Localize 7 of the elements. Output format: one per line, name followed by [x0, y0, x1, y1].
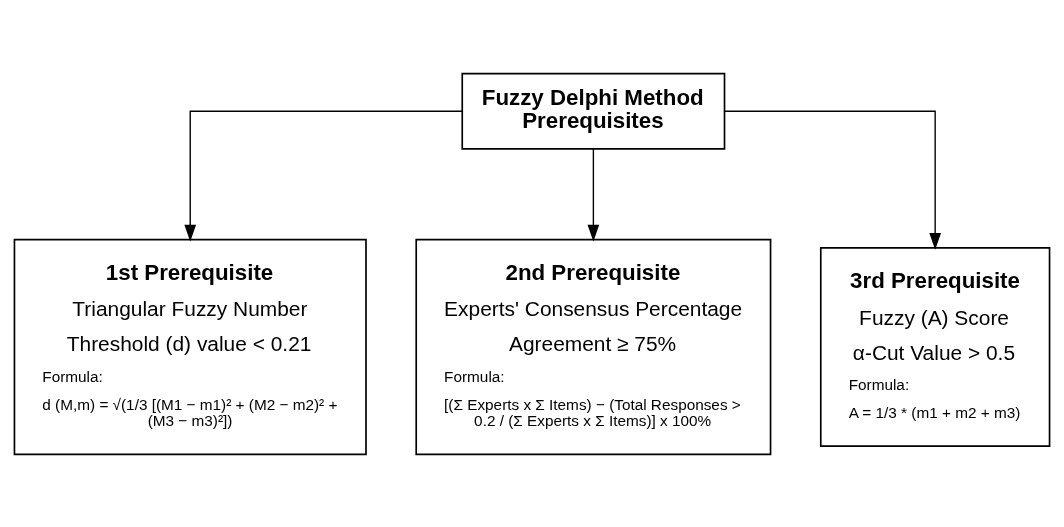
arrow [723, 110, 942, 250]
node-box: 2nd Prerequisite Experts' Consensus Percentage Agreement ≥ 75% Formula: [(Σ Experts x Σ Items) − (Total Responses > 0.2 / (Σ Experts x Σ Items)] x 100% [415, 238, 772, 455]
node-box: 3rd Prerequisite Fuzzy (A) Score α-Cut Value > 0.5 Formula: A = 1/3 * (m1 + m2 + m3) [819, 246, 1051, 447]
node-box: 1st Prerequisite Triangular Fuzzy Number Threshold (d) value < 0.21 Formula: d (M,m) = √(1/3 [(M1 − m1)² + (M2 − m2)² + (M3 − m3)²]) [13, 238, 367, 455]
arrow [587, 147, 600, 242]
arrow [184, 110, 463, 242]
node-box: Fuzzy Delphi Method Prerequisites [461, 72, 726, 150]
